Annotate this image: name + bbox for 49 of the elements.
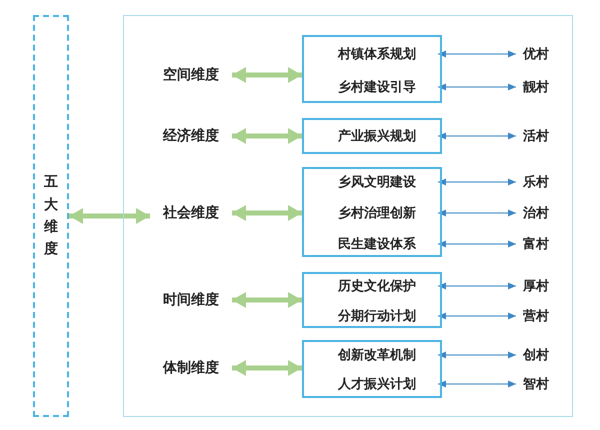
dimension-label: 体制维度 [150, 356, 232, 380]
connector-arrow [438, 178, 516, 186]
double-arrow [232, 360, 302, 376]
group-box [302, 167, 442, 257]
village-label: 富村 [516, 232, 556, 256]
dimension-label: 经济维度 [150, 124, 232, 148]
village-label: 智村 [516, 372, 556, 396]
group-box [302, 340, 442, 398]
vertical-title: 五大维度 [44, 173, 58, 260]
plan-label: 历史文化保护 [316, 274, 438, 298]
village-label: 厚村 [516, 274, 556, 298]
group-box [302, 272, 442, 328]
village-label: 优村 [516, 42, 556, 66]
plan-label: 产业振兴规划 [316, 124, 438, 148]
village-label: 营村 [516, 304, 556, 328]
plan-label: 乡村治理创新 [316, 201, 438, 225]
village-label: 创村 [516, 343, 556, 367]
connector-arrow [438, 312, 516, 320]
double-arrow [69, 208, 150, 224]
connector-arrow [438, 132, 516, 140]
dimension-label: 时间维度 [150, 288, 232, 312]
group-box [302, 35, 442, 103]
plan-label: 民生建设体系 [316, 232, 438, 256]
plan-label: 人才振兴计划 [316, 372, 438, 396]
connector-arrow [438, 380, 516, 388]
connector-arrow [438, 210, 516, 216]
connector-arrow [438, 50, 516, 58]
group-box [302, 118, 442, 154]
double-arrow [232, 205, 302, 221]
plan-label: 乡风文明建设 [316, 170, 438, 194]
connector-arrow [438, 240, 516, 248]
plan-label: 村镇体系规划 [316, 42, 438, 66]
dashed-frame [33, 15, 69, 417]
plan-label: 分期行动计划 [316, 304, 438, 328]
plan-label: 创新改革机制 [316, 343, 438, 367]
connector-arrow [438, 282, 516, 290]
plan-label: 乡村建设引导 [316, 75, 438, 99]
village-label: 乐村 [516, 170, 556, 194]
outer-frame [123, 15, 573, 417]
village-label: 活村 [516, 124, 556, 148]
double-arrow [232, 67, 302, 83]
dimension-label: 社会维度 [150, 201, 232, 225]
double-arrow [232, 128, 302, 144]
village-label: 治村 [516, 201, 556, 225]
village-label: 靓村 [516, 75, 556, 99]
dimension-label: 空间维度 [150, 63, 232, 87]
connector-arrow [438, 352, 516, 358]
double-arrow [232, 292, 302, 308]
connector-arrow [438, 84, 516, 90]
